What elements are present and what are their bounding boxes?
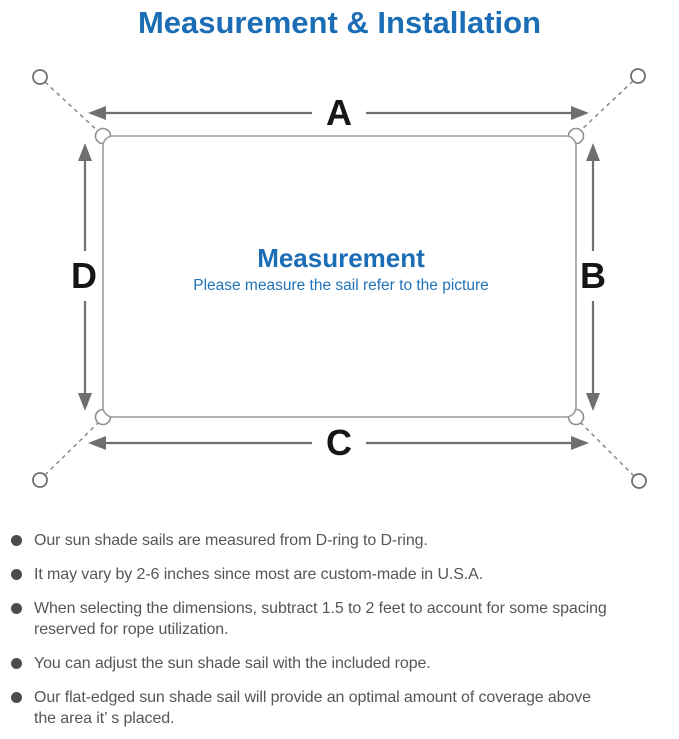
bullet-icon (11, 692, 22, 703)
note-item: Our sun shade sails are measured from D-… (11, 530, 673, 551)
note-item: When selecting the dimensions, subtract … (11, 598, 673, 640)
arrow-d-up (78, 143, 92, 161)
page-title: Measurement & Installation (137, 5, 542, 40)
center-subtitle: Please measure the sail refer to the pic… (193, 277, 489, 294)
center-heading: Measurement (257, 243, 425, 273)
note-text: When selecting the dimensions, subtract … (34, 600, 607, 638)
arrow-a-right (571, 106, 589, 120)
guy-line-top-left (44, 81, 101, 134)
notes-list: Our sun shade sails are measured from D-… (0, 507, 679, 729)
label-b: B (580, 255, 606, 296)
anchor-point-top-right (630, 68, 646, 84)
note-item: It may vary by 2-6 inches since most are… (11, 564, 673, 585)
bullet-icon (11, 535, 22, 546)
bullet-icon (11, 658, 22, 669)
label-a: A (326, 92, 352, 133)
anchor-point-bottom-left (32, 472, 48, 488)
note-item: Our flat-edged sun shade sail will provi… (11, 687, 673, 729)
arrow-c-right (571, 436, 589, 450)
arrow-a-left (88, 106, 106, 120)
note-text: You can adjust the sun shade sail with t… (34, 655, 431, 672)
anchor-point-top-left (32, 69, 48, 85)
guy-line-top-right (577, 80, 634, 134)
sail-outline (102, 135, 577, 418)
arrow-b-up (586, 143, 600, 161)
anchor-point-bottom-right (631, 473, 647, 489)
guy-line-bottom-left (44, 420, 101, 476)
sail-diagram-svg: A C D B Measurement Please measure the s… (32, 68, 647, 489)
note-text: Our sun shade sails are measured from D-… (34, 532, 428, 549)
note-text: Our flat-edged sun shade sail will provi… (34, 689, 591, 727)
note-text: It may vary by 2-6 inches since most are… (34, 566, 484, 583)
arrow-c-left (88, 436, 106, 450)
arrow-b-down (586, 393, 600, 411)
label-d: D (71, 255, 97, 296)
guy-line-bottom-right (578, 420, 635, 477)
note-item: You can adjust the sun shade sail with t… (11, 653, 673, 674)
measurement-diagram: A C D B Measurement Please measure the s… (0, 47, 679, 507)
label-c: C (326, 422, 352, 463)
bullet-icon (11, 569, 22, 580)
bullet-icon (11, 603, 22, 614)
arrow-d-down (78, 393, 92, 411)
